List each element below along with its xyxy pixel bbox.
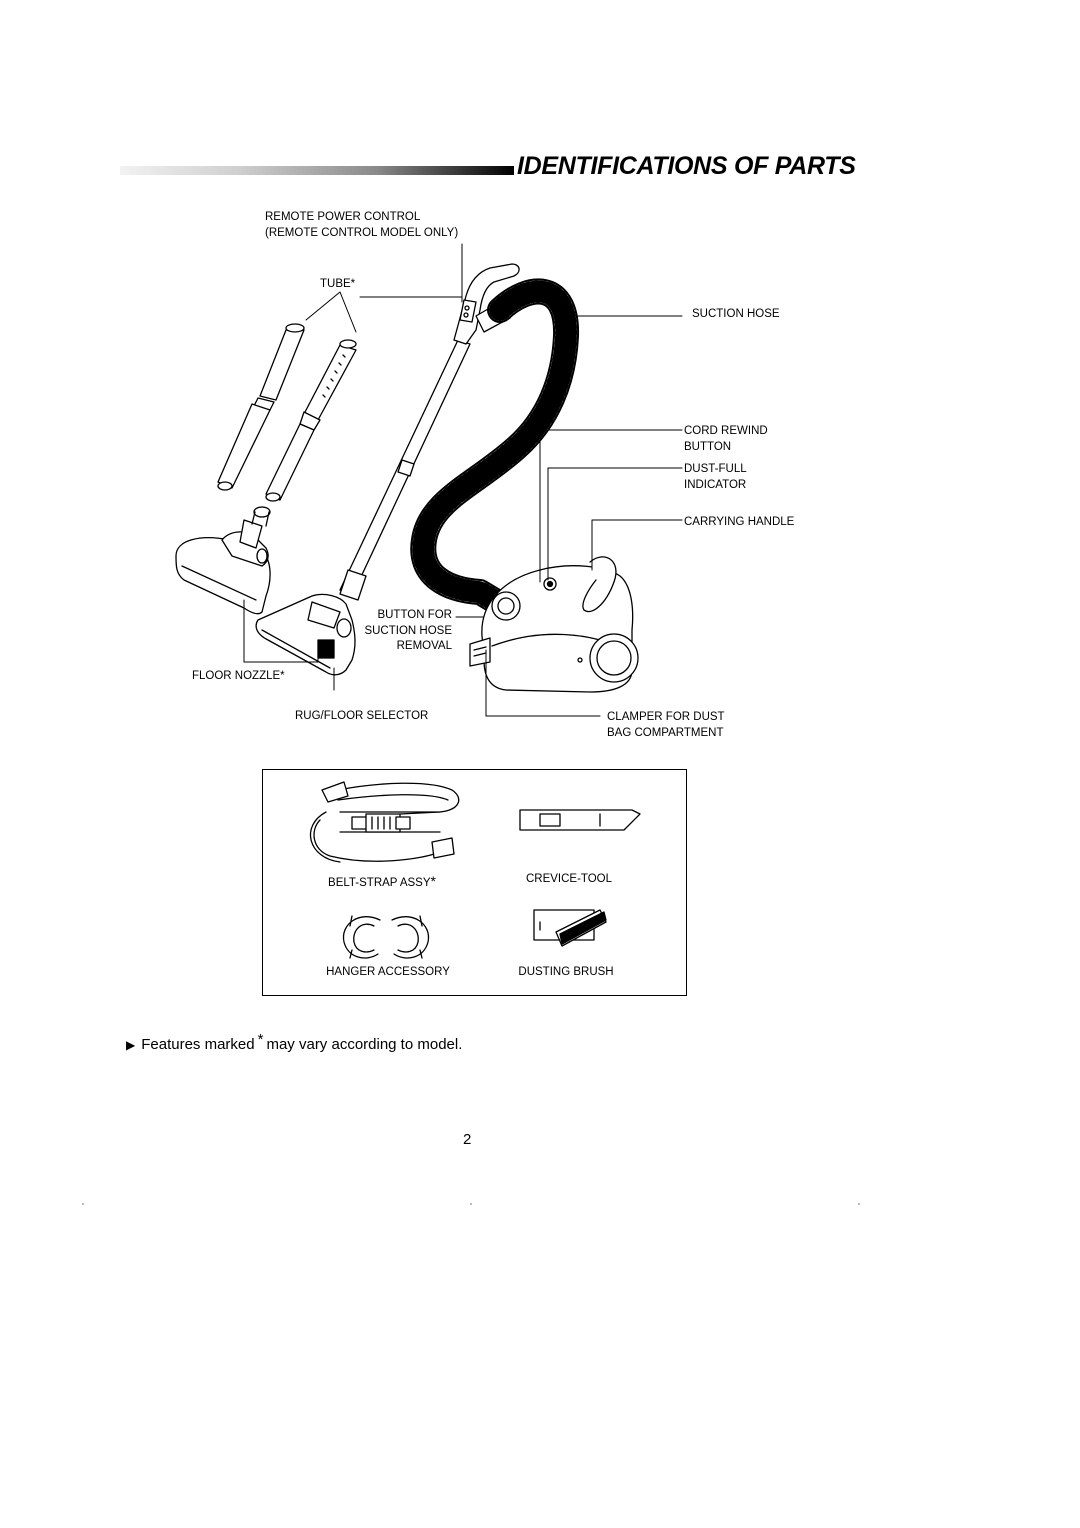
crevice-tool-illustration xyxy=(519,809,641,831)
label-carrying-handle: CARRYING HANDLE xyxy=(684,516,795,528)
accessories-box xyxy=(262,769,687,996)
label-remote-power-control-line2: (REMOTE CONTROL MODEL ONLY) xyxy=(265,226,459,239)
note-suffix: may vary according to model. xyxy=(266,1036,463,1053)
tube-telescopic-illustration xyxy=(265,339,357,502)
label-tube: TUBE* xyxy=(320,278,356,290)
label-button-removal-line2: SUCTION HOSE xyxy=(364,624,452,637)
label-belt-strap-assy: BELT-STRAP ASSY* xyxy=(328,873,436,889)
scan-mark xyxy=(470,1203,472,1205)
dusting-brush-illustration xyxy=(533,909,607,947)
label-crevice-tool: CREVICE-TOOL xyxy=(525,873,613,885)
label-button-removal-line1: BUTTON FOR xyxy=(377,609,452,621)
label-dust-full-line2: INDICATOR xyxy=(684,478,747,491)
label-cord-rewind-line1: CORD REWIND xyxy=(684,425,768,437)
label-hanger-accessory: HANGER ACCESSORY xyxy=(326,966,450,978)
label-cord-rewind-line2: BUTTON xyxy=(684,440,732,453)
label-remote-power-control-line1: REMOTE POWER CONTROL xyxy=(265,211,421,223)
label-cord-rewind-button: CORD REWIND BUTTON xyxy=(684,424,768,455)
belt-strap-illustration xyxy=(309,781,460,863)
label-suction-hose: SUCTION HOSE xyxy=(692,308,780,320)
triangle-bullet-icon: ▶ xyxy=(126,1038,136,1052)
label-button-for-suction-hose-removal: BUTTON FOR SUCTION HOSE REMOVAL xyxy=(354,608,452,655)
label-rug-floor-selector: RUG/FLOOR SELECTOR xyxy=(295,710,429,722)
floor-nozzle-attached-illustration xyxy=(255,593,356,676)
note-prefix: Features marked xyxy=(141,1036,255,1053)
features-note: ▶ Features marked*may vary according to m… xyxy=(126,1031,463,1053)
page-number: 2 xyxy=(463,1131,472,1148)
belt-strap-mark: * xyxy=(430,873,436,889)
label-dust-full-line1: DUST-FULL xyxy=(684,463,747,475)
tube-upper-illustration xyxy=(217,323,305,491)
canister-body-illustration xyxy=(469,556,639,693)
label-button-removal-line3: REMOVAL xyxy=(396,640,452,652)
label-remote-power-control: REMOTE POWER CONTROL (REMOTE CONTROL MOD… xyxy=(265,210,458,241)
page-title: IDENTIFICATIONS OF PARTS xyxy=(517,152,856,180)
title-gradient-bar xyxy=(120,166,514,175)
scan-mark xyxy=(82,1203,84,1205)
scan-mark xyxy=(858,1203,860,1205)
label-dust-full-indicator: DUST-FULL INDICATOR xyxy=(684,462,747,493)
label-clamper-for-dust-bag: CLAMPER FOR DUST BAG COMPARTMENT xyxy=(607,710,725,741)
label-clamper-line1: CLAMPER FOR DUST xyxy=(607,711,725,723)
floor-nozzle-detached-illustration xyxy=(175,506,271,615)
hanger-accessory-illustration xyxy=(342,915,430,959)
label-clamper-line2: BAG COMPARTMENT xyxy=(607,726,724,739)
belt-strap-text: BELT-STRAP ASSY xyxy=(328,877,431,889)
note-mark: * xyxy=(257,1031,264,1048)
leader-lines xyxy=(243,243,683,717)
label-floor-nozzle: FLOOR NOZZLE* xyxy=(192,670,285,682)
label-dusting-brush: DUSTING BRUSH xyxy=(518,966,614,978)
